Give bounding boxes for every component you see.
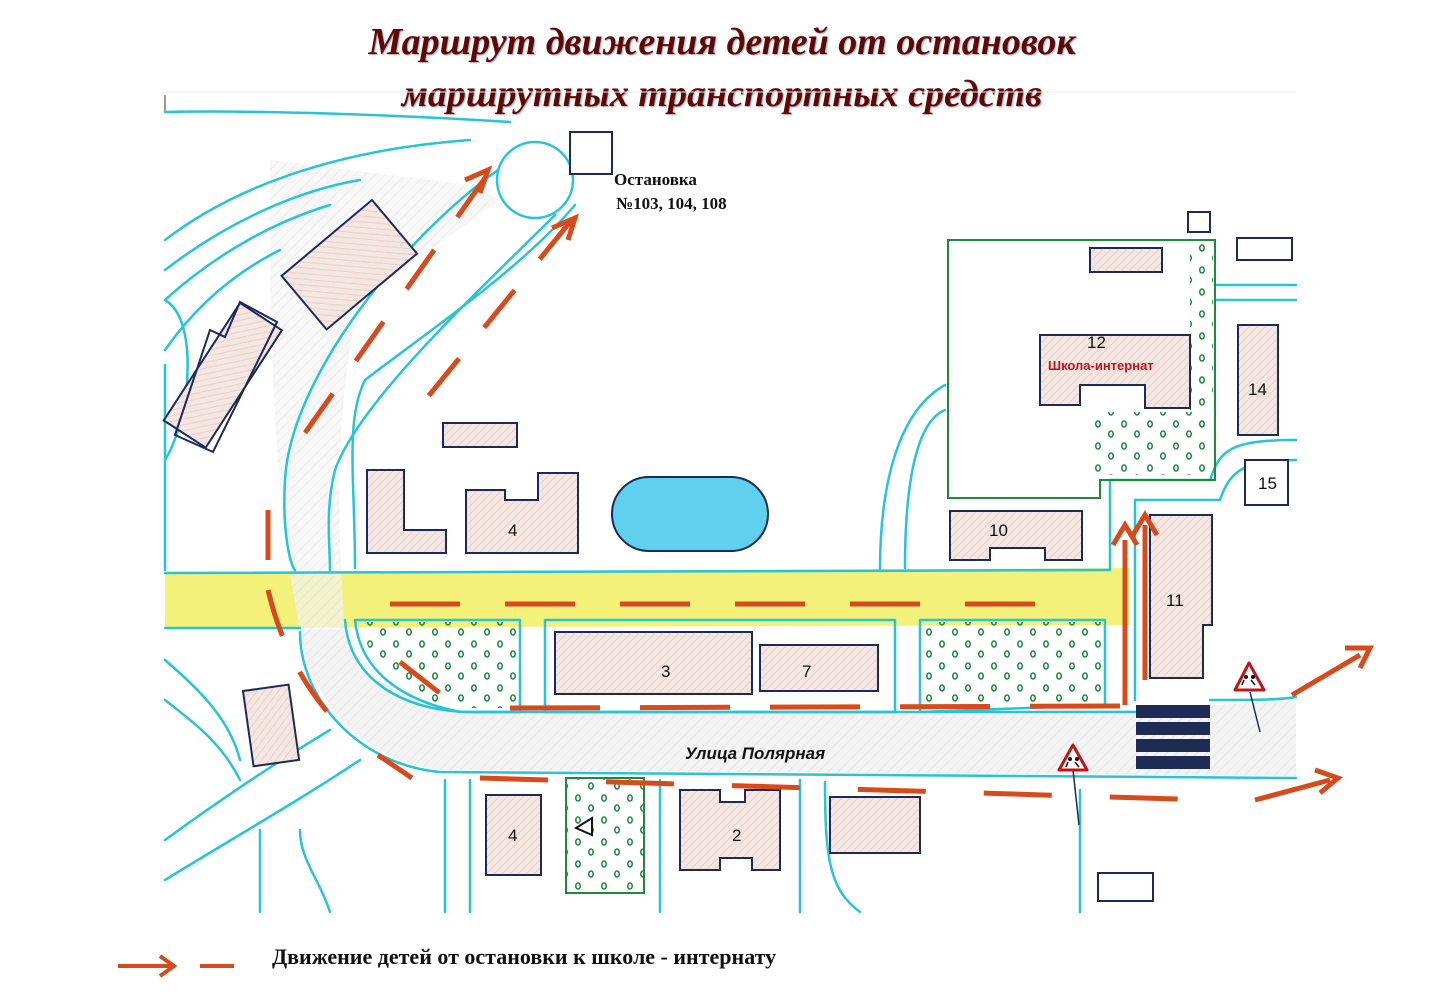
highway-band [165,568,1130,628]
building-4-top-number: 4 [508,521,518,540]
road-outlines [163,110,1298,914]
lake [611,476,769,552]
green-areas [362,622,1102,894]
building-15-number: 15 [1258,474,1277,493]
school-number: 12 [1087,333,1106,352]
building-4-bottom-number: 4 [508,826,518,845]
building-10-number: 10 [989,521,1008,540]
bus-stop-routes: №103, 104, 108 [616,194,727,213]
building-3-number: 3 [661,662,671,681]
building-7-number: 7 [802,662,812,681]
children-crossing-sign-icon [1233,661,1266,733]
buildings [162,131,1293,902]
playground-icon [573,816,593,837]
building-11-number: 11 [1166,591,1184,610]
children-route [265,165,1375,803]
map-title-line2: маршрутных транспортных средств [401,73,1043,115]
legend-text: Движение детей от остановки к школе - ин… [272,944,777,969]
crosswalk-icon [1136,705,1210,769]
children-crossing-sign-icon [1057,743,1089,826]
legend-route-sample [118,954,234,978]
street-name: Улица Полярная [685,744,826,763]
bus-stop-label: Остановка [614,170,697,189]
building-14-number: 14 [1248,380,1267,399]
school-label: Школа-интернат [1048,358,1154,373]
map-title-line1: Маршрут движения детей от остановок [368,21,1076,63]
building-2-number: 2 [732,826,742,845]
school-territory [947,239,1216,499]
